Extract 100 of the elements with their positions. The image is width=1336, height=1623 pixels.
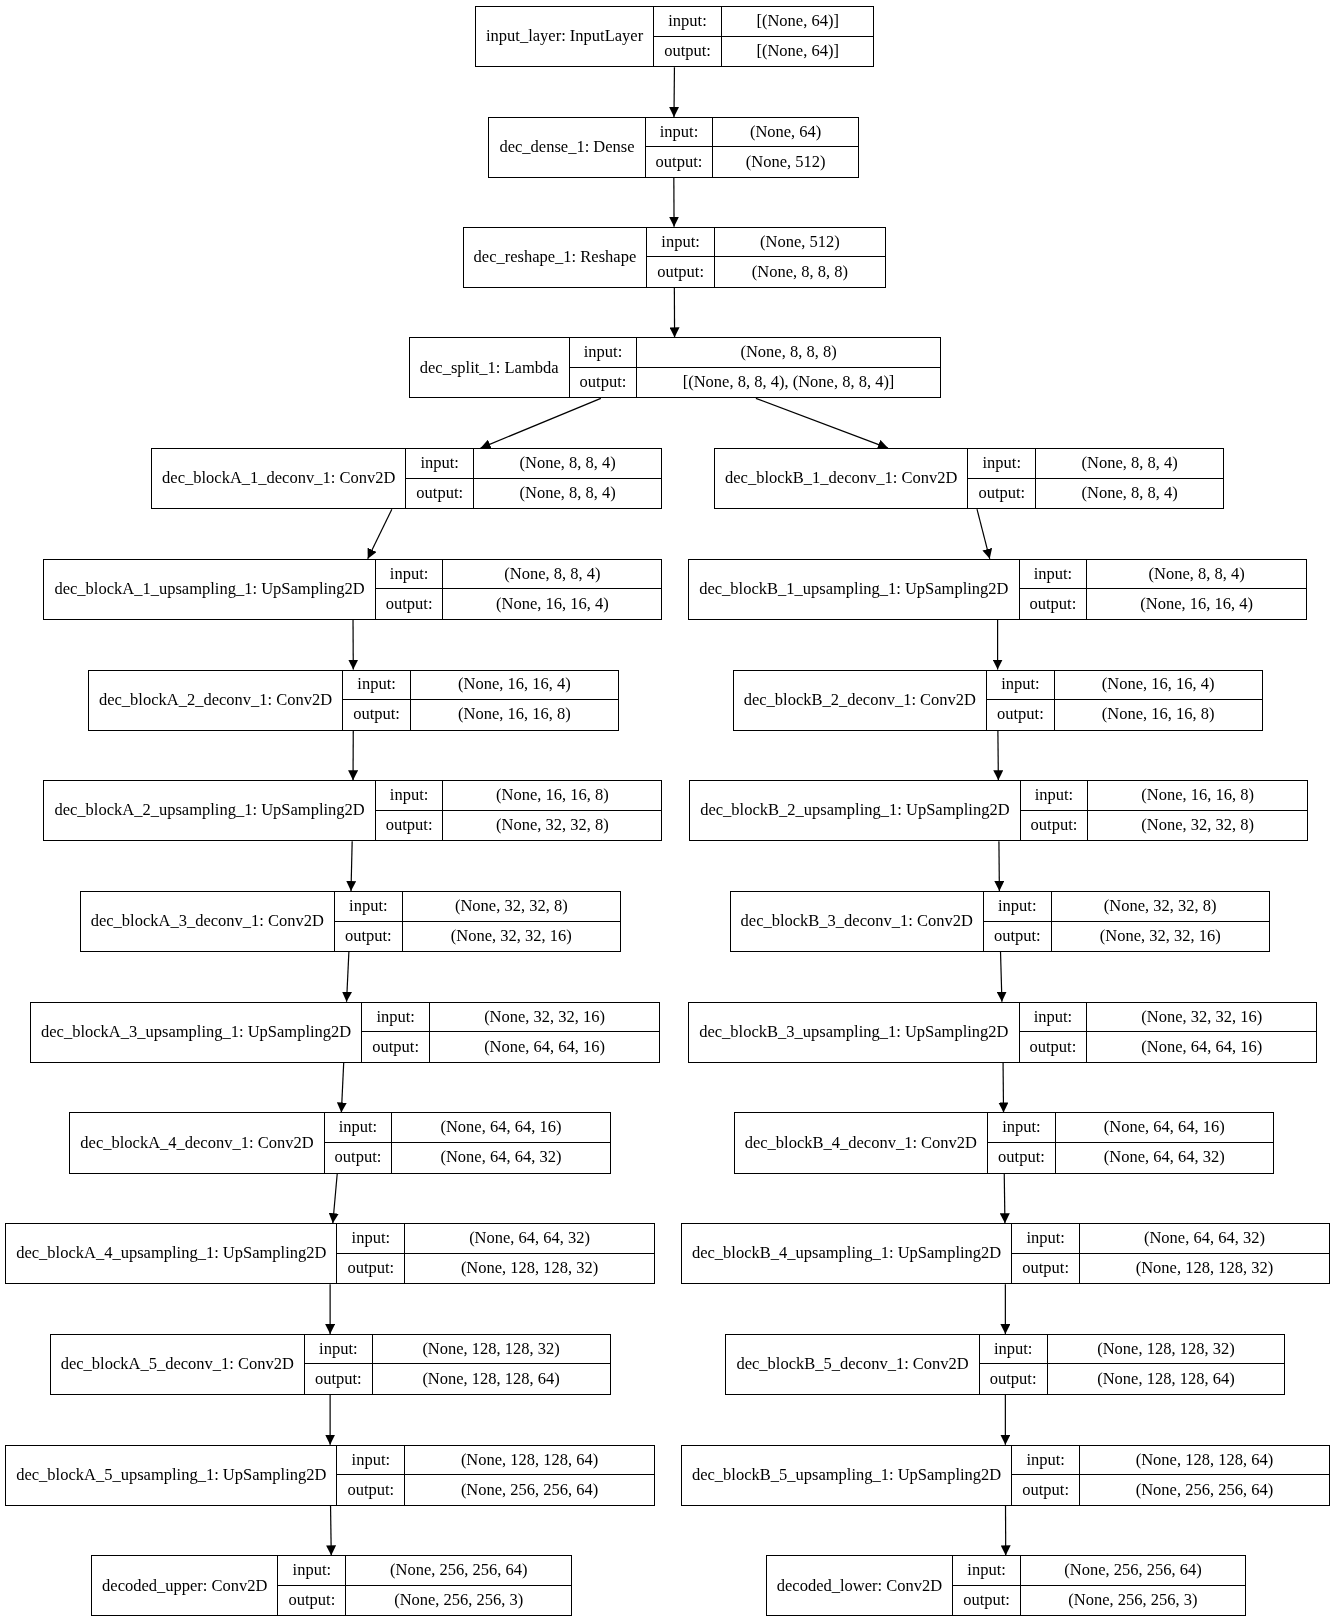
arrow bbox=[976, 508, 993, 560]
port-label: output: bbox=[657, 260, 704, 283]
layer-name: dec_blockA_1_deconv_1: Conv2D bbox=[162, 467, 396, 490]
port-label: output: bbox=[353, 703, 400, 726]
layer-name: dec_blockB_3_upsampling_1: UpSampling2D bbox=[699, 1020, 1009, 1043]
port-label: output: bbox=[372, 1035, 420, 1058]
shape-value: (None, 8, 8, 8) bbox=[740, 341, 837, 364]
shape-value: [(None, 64)] bbox=[756, 10, 839, 33]
shape-value: (None, 8, 8, 4) bbox=[519, 482, 616, 504]
shape-value: (None, 64, 64, 32) bbox=[440, 1146, 562, 1169]
arrow bbox=[998, 1062, 1009, 1114]
layer-name: input_layer: InputLayer bbox=[486, 25, 644, 48]
port-label: input: bbox=[982, 451, 1022, 474]
shape-value: (None, 8, 8, 4) bbox=[1148, 562, 1245, 585]
port-label: input: bbox=[583, 341, 623, 364]
arrow bbox=[325, 1394, 336, 1446]
port-label: output: bbox=[998, 1146, 1045, 1169]
port-label: output: bbox=[993, 924, 1041, 947]
port-label: output: bbox=[347, 1478, 395, 1501]
port-label: input: bbox=[1001, 673, 1040, 696]
arrow bbox=[993, 730, 1004, 781]
layer-box bbox=[151, 448, 663, 510]
port-label: input: bbox=[319, 1337, 358, 1360]
arrow bbox=[328, 1172, 339, 1224]
arrow bbox=[1000, 1394, 1011, 1446]
shape-value: (None, 128, 128, 32) bbox=[422, 1337, 560, 1360]
layer-box bbox=[5, 1223, 656, 1285]
layer-name: dec_blockA_3_upsampling_1: UpSampling2D bbox=[41, 1020, 352, 1043]
shape-value: (None, 16, 16, 4) bbox=[1140, 592, 1253, 615]
layer-box bbox=[43, 558, 663, 620]
shape-value: (None, 32, 32, 16) bbox=[484, 1005, 606, 1028]
shape-value: (None, 256, 256, 3) bbox=[394, 1589, 524, 1612]
port-label: input: bbox=[661, 230, 700, 253]
layer-name: dec_blockB_5_upsampling_1: UpSampling2D bbox=[691, 1463, 1002, 1486]
shape-value: (None, 32, 32, 8) bbox=[454, 894, 568, 917]
port-label: input: bbox=[351, 1227, 391, 1250]
shape-value: (None, 8, 8, 8) bbox=[751, 260, 848, 283]
layer-box bbox=[725, 1333, 1286, 1395]
layer-box bbox=[49, 1333, 611, 1395]
shape-value: (None, 64, 64, 32) bbox=[1103, 1146, 1225, 1169]
shape-value: (None, 8, 8, 4) bbox=[519, 451, 616, 474]
shape-value: (None, 32, 32, 16) bbox=[450, 924, 572, 947]
arrow bbox=[669, 177, 679, 228]
layer-box bbox=[680, 1223, 1330, 1285]
shape-value: (None, 64, 64, 16) bbox=[440, 1116, 562, 1139]
shape-value: (None, 256, 256, 64) bbox=[460, 1478, 599, 1501]
layer-box bbox=[30, 1001, 661, 1063]
layer-name: dec_blockA_5_deconv_1: Conv2D bbox=[60, 1353, 294, 1376]
port-label: output: bbox=[997, 703, 1044, 726]
port-label: output: bbox=[1029, 592, 1077, 615]
layer-box bbox=[765, 1555, 1246, 1617]
port-label: input: bbox=[420, 451, 459, 474]
port-label: input: bbox=[338, 1116, 378, 1139]
shape-value: (None, 32, 32, 8) bbox=[1103, 894, 1217, 917]
port-label: input: bbox=[389, 562, 429, 585]
layer-box bbox=[43, 780, 663, 842]
shape-value: (None, 8, 8, 4) bbox=[1081, 451, 1178, 474]
shape-value: (None, 32, 32, 16) bbox=[1099, 924, 1221, 947]
shape-value: (None, 32, 32, 8) bbox=[1141, 814, 1255, 837]
arrow bbox=[325, 1283, 336, 1335]
port-label: output: bbox=[385, 814, 433, 837]
arrow bbox=[669, 66, 680, 118]
port-label: input: bbox=[998, 894, 1037, 917]
arrow bbox=[1000, 1283, 1011, 1335]
port-label: output: bbox=[978, 482, 1026, 504]
layer-box bbox=[729, 891, 1270, 953]
layer-name: dec_blockA_1_upsampling_1: UpSampling2D bbox=[54, 577, 365, 600]
port-label: output: bbox=[1022, 1257, 1070, 1280]
port-label: input: bbox=[668, 10, 707, 33]
shape-value: (None, 256, 256, 64) bbox=[390, 1559, 528, 1582]
port-label: output: bbox=[416, 482, 464, 504]
arrow bbox=[342, 951, 352, 1003]
shape-value: (None, 16, 16, 8) bbox=[1101, 703, 1215, 726]
shape-value: (None, 128, 128, 64) bbox=[460, 1448, 599, 1471]
arrow bbox=[999, 1172, 1010, 1224]
layer-box bbox=[79, 891, 621, 953]
shape-value: (None, 8, 8, 4) bbox=[1081, 482, 1178, 504]
layer-box bbox=[69, 1112, 611, 1174]
layer-name: dec_blockA_4_upsampling_1: UpSampling2D bbox=[16, 1242, 327, 1265]
port-label: input: bbox=[967, 1559, 1006, 1582]
shape-value: (None, 128, 128, 32) bbox=[1097, 1337, 1235, 1360]
shape-value: (None, 16, 16, 4) bbox=[496, 592, 609, 615]
arrow bbox=[669, 287, 680, 338]
shape-value: (None, 256, 256, 64) bbox=[1135, 1478, 1274, 1501]
port-label: output: bbox=[579, 371, 627, 394]
layer-box bbox=[408, 337, 941, 399]
shape-value: (None, 128, 128, 32) bbox=[1135, 1257, 1274, 1280]
shape-value: (None, 64, 64, 32) bbox=[469, 1227, 591, 1250]
arrow bbox=[367, 508, 393, 560]
layer-box bbox=[488, 116, 859, 178]
port-label: output: bbox=[385, 592, 433, 615]
layer-box bbox=[475, 6, 875, 68]
arrow bbox=[1000, 1505, 1011, 1556]
shape-value: (None, 16, 16, 8) bbox=[496, 784, 609, 807]
arrow bbox=[326, 1505, 337, 1556]
arrow bbox=[992, 619, 1003, 671]
layer-box bbox=[462, 226, 886, 288]
port-label: output: bbox=[288, 1589, 336, 1612]
arrow bbox=[755, 397, 889, 450]
arrow bbox=[336, 1062, 347, 1114]
